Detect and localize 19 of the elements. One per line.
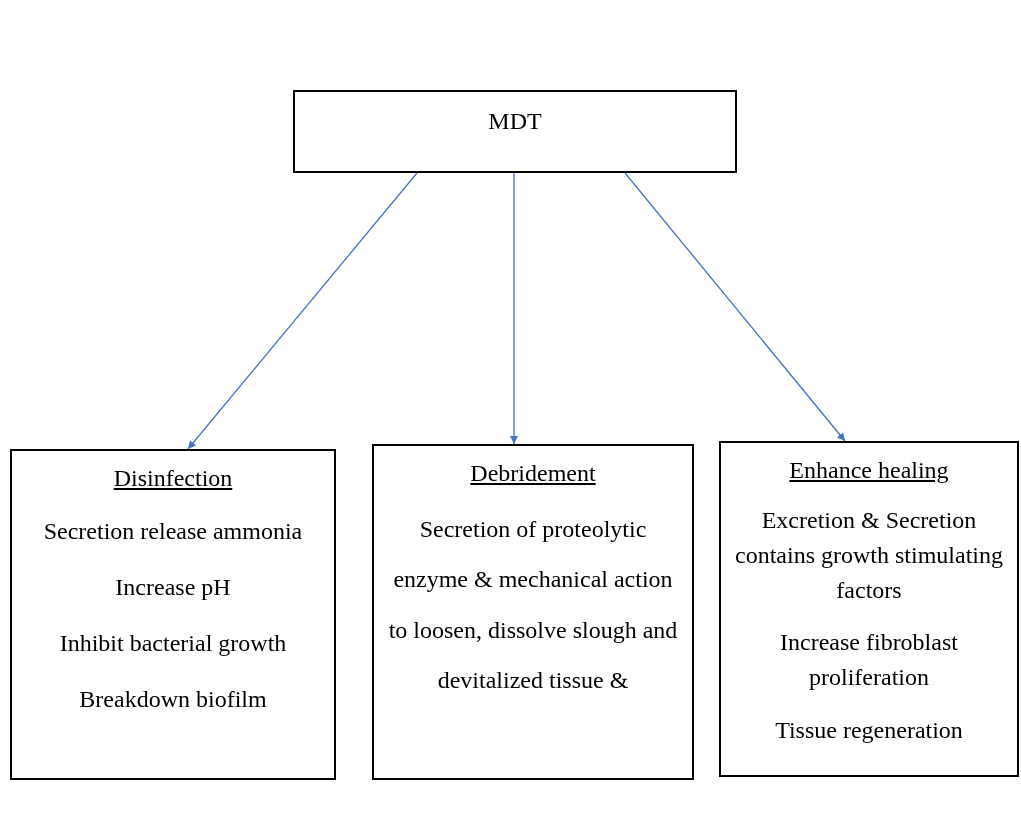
title-text: MDT (488, 107, 542, 136)
description-text: Increase fibroblast proliferation (779, 628, 959, 693)
heading: Debridement (470, 459, 596, 488)
category-box (719, 441, 1019, 777)
description-text: Tissue regeneration (775, 716, 963, 745)
arrow (624, 172, 846, 442)
description-text: Secretion of proteolytic enzyme & mechanical action to loosen, dissolve slough and devitalized tissue & (388, 515, 678, 696)
heading: Disinfection (113, 464, 233, 493)
category-box (372, 444, 694, 780)
arrow (187, 172, 418, 450)
root-box (293, 90, 737, 173)
heading: Enhance healing (789, 456, 949, 485)
arrow (510, 172, 518, 445)
description-text: Increase pH (115, 573, 231, 602)
category-box (10, 449, 336, 780)
description-text: Secretion release ammonia (43, 517, 303, 546)
description-text: Breakdown biofilm (79, 685, 267, 714)
description-text: Inhibit bacterial growth (59, 629, 287, 658)
description-text: Excretion & Secretion contains growth stimulating factors (734, 506, 1004, 605)
